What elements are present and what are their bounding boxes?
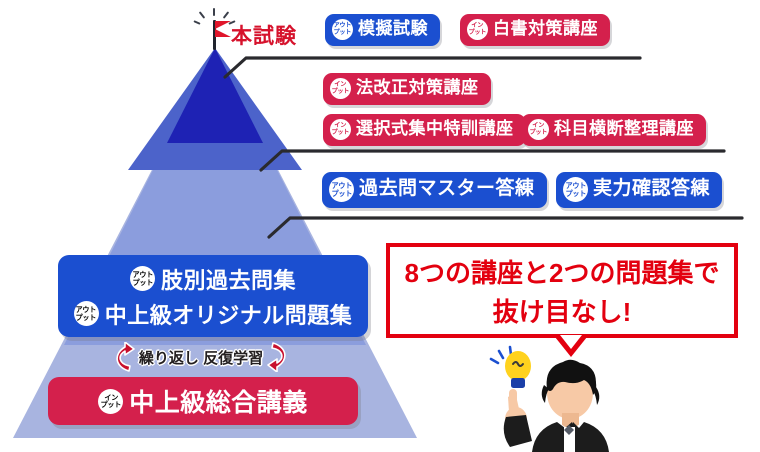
- callout-tail-inner: [560, 335, 582, 349]
- output-badge-icon: アウト プット: [129, 266, 155, 291]
- person-with-lightbulb-illustration: [489, 345, 609, 452]
- course-pill-sentakushiki-tokkun[interactable]: イン プット 選択式集中特訓講座: [323, 114, 526, 146]
- output-badge-icon: アウト プット: [329, 177, 354, 202]
- course-pill-mogi-shiken[interactable]: アウト プット 模擬試験: [325, 14, 440, 46]
- curved-arrow-down-icon: [267, 342, 286, 372]
- course-pill-kakomon-master[interactable]: アウト プット 過去問マスター答練: [322, 172, 547, 208]
- course-pill-label: 白書対策講座: [493, 19, 598, 39]
- callout-line-1: 8つの講座と2つの問題集で: [404, 257, 720, 288]
- output-badge-icon: アウト プット: [73, 301, 99, 326]
- sparkle-icon: [198, 11, 206, 19]
- workbook-box[interactable]: アウト プット 肢別過去問集 アウト プット 中上級オリジナル問題集: [58, 255, 368, 337]
- flag-pole-icon: [213, 20, 216, 50]
- repeat-study-label: 繰り返し 反復学習: [138, 349, 264, 367]
- course-pill-kamoku-odan[interactable]: イン プット 科目横断整理講座: [521, 114, 706, 146]
- course-pill-label: 法改正対策講座: [356, 78, 479, 98]
- workbook-label: 中上級オリジナル問題集: [104, 302, 353, 328]
- input-badge-icon: イン プット: [528, 119, 549, 140]
- course-pill-hokaisei-taisaku[interactable]: イン プット 法改正対策講座: [323, 73, 491, 105]
- input-badge-icon: イン プット: [98, 388, 124, 414]
- foundation-line: イン プット 中上級総合講義: [98, 383, 308, 419]
- course-pill-jitsuryoku-kakunin[interactable]: アウト プット 実力確認答練: [556, 172, 723, 208]
- course-pill-label: 科目横断整理講座: [554, 119, 694, 139]
- course-pill-label: 実力確認答練: [593, 178, 711, 200]
- input-badge-icon: イン プット: [330, 78, 351, 99]
- course-pill-label: 模擬試験: [358, 19, 428, 39]
- foundation-course-label: 中上級総合講義: [129, 389, 308, 417]
- input-badge-icon: イン プット: [467, 19, 488, 40]
- sparkle-icon: [222, 11, 230, 19]
- foundation-course-box[interactable]: イン プット 中上級総合講義: [48, 377, 358, 425]
- callout-box: 8つの講座と2つの問題集で 抜け目なし!: [386, 243, 738, 338]
- output-badge-icon: アウト プット: [563, 177, 588, 202]
- connector-line-tier3: [267, 216, 744, 239]
- course-pill-label: 選択式集中特訓講座: [356, 119, 514, 139]
- goal-flag: [193, 8, 256, 54]
- connector-line-tier2: [259, 149, 726, 172]
- curved-arrow-up-icon: [116, 342, 135, 372]
- flag-icon: [215, 21, 231, 37]
- workbook-line: アウト プット 中上級オリジナル問題集: [73, 298, 353, 330]
- callout-line-2: 抜け目なし!: [492, 296, 632, 327]
- course-pill-label: 過去問マスター答練: [359, 178, 535, 200]
- sparkle-icon: [213, 8, 215, 16]
- workbook-line: アウト プット 肢別過去問集: [129, 263, 296, 295]
- input-badge-icon: イン プット: [330, 119, 351, 140]
- course-pill-hakusho-taisaku[interactable]: イン プット 白書対策講座: [460, 14, 610, 46]
- repeat-study-row: 繰り返し 反復学習: [86, 341, 316, 373]
- workbook-label: 肢別過去問集: [160, 267, 296, 293]
- exam-goal-label: 本試験: [231, 25, 297, 48]
- connector-line-tier1: [223, 56, 642, 79]
- output-badge-icon: アウト プット: [332, 19, 353, 40]
